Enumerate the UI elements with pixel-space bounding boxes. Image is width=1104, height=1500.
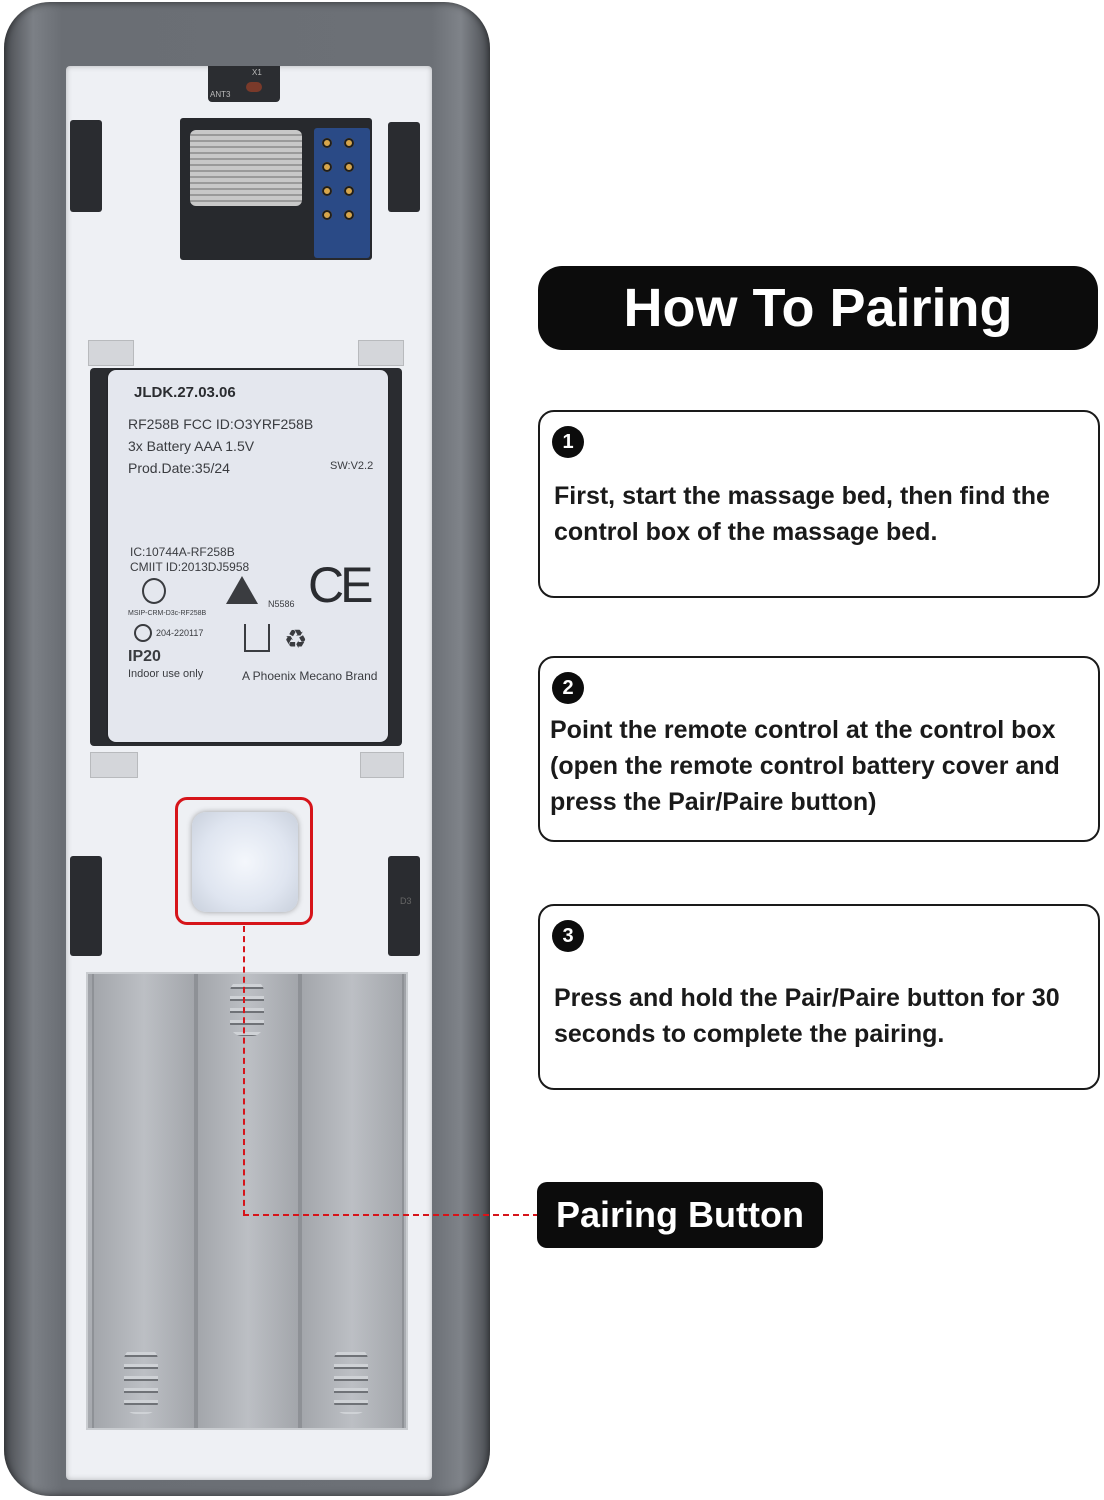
label-cmiit: CMIIT ID:2013DJ5958 (130, 560, 250, 574)
label-model: JLDK.27.03.06 (134, 384, 236, 401)
spring-icon (334, 1348, 368, 1414)
side-slot (70, 856, 102, 956)
step-number-icon: 1 (552, 426, 584, 458)
label-indoor: Indoor use only (128, 668, 204, 680)
antenna-tab: X1 ANT3 (208, 66, 280, 102)
label-fcc: RF258B FCC ID:O3YRF258B (128, 416, 314, 432)
label-sw: SW:V2.2 (330, 460, 374, 472)
label-msip: MSIP-CRM-D3c-RF258B (128, 610, 207, 617)
x1-marking: X1 (252, 68, 262, 77)
label-battery: 3x Battery AAA 1.5V (128, 438, 255, 454)
step-number-icon: 2 (552, 672, 584, 704)
battery-compartment (86, 972, 408, 1430)
spring-icon (124, 1348, 158, 1414)
pair-button-highlight (175, 797, 313, 925)
label-reg: 204-220117 (156, 628, 204, 638)
pin-header-board (314, 128, 370, 258)
clip (90, 752, 138, 778)
label-n5586: N5586 (268, 599, 295, 609)
ant-marking: ANT3 (210, 90, 231, 99)
pair-button[interactable] (192, 812, 298, 912)
weee-bin-icon (244, 624, 270, 652)
step-text: Press and hold the Pair/Paire button for… (554, 984, 1060, 1048)
ground-mark-icon (134, 624, 152, 642)
side-slot (388, 122, 420, 212)
callout-line (243, 1214, 539, 1216)
crystal-component (190, 130, 302, 206)
recycle-icon: ♻ (284, 624, 308, 654)
d3-marking: D3 (400, 896, 412, 906)
page-title: How To Pairing (538, 266, 1098, 350)
clip (360, 752, 404, 778)
label-brand: A Phoenix Mecano Brand (242, 669, 378, 683)
step-card-2: 2 Point the remote control at the contro… (538, 656, 1100, 842)
step-number-icon: 3 (552, 920, 584, 952)
step-text: First, start the massage bed, then find … (554, 482, 1050, 546)
label-prod-date: Prod.Date:35/24 (128, 460, 230, 476)
kc-mark-icon (142, 578, 166, 604)
step-text: Point the remote control at the control … (550, 716, 1060, 816)
ce-mark: CE (308, 557, 373, 613)
step-card-1: 1 First, start the massage bed, then fin… (538, 410, 1100, 598)
clip (358, 340, 404, 366)
label-ic: IC:10744A-RF258B (130, 545, 235, 559)
product-label: JLDK.27.03.06 RF258B FCC ID:O3YRF258B 3x… (108, 370, 388, 742)
side-slot (388, 856, 420, 956)
rcm-mark-icon (226, 576, 258, 604)
battery-slot (196, 974, 300, 1428)
clip (88, 340, 134, 366)
spring-icon (230, 980, 264, 1036)
label-ip: IP20 (128, 648, 161, 665)
side-slot (70, 120, 102, 212)
led-icon (246, 82, 262, 92)
step-card-3: 3 Press and hold the Pair/Paire button f… (538, 904, 1100, 1090)
pairing-button-label: Pairing Button (537, 1182, 823, 1248)
callout-line (243, 926, 245, 1216)
